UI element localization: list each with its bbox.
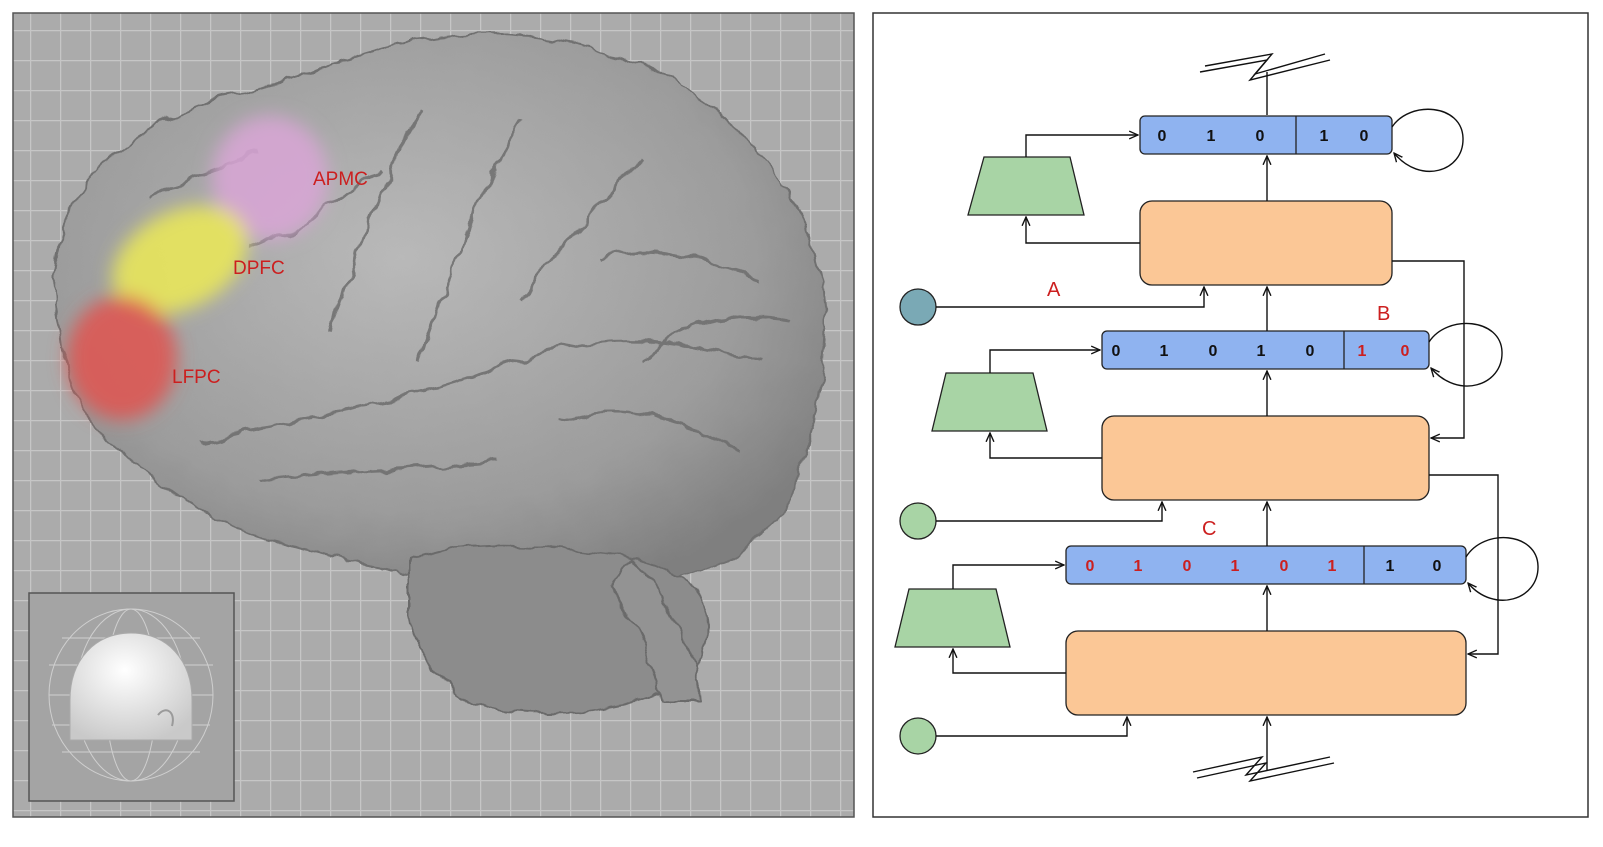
lfpc-label: LFPC [172,367,221,388]
register-middle-left-bit: 0 [1112,343,1121,360]
register-top-box [1139,115,1393,155]
label-c: C [1202,518,1216,540]
register-middle-left-bit: 0 [1209,343,1218,360]
arrow-trapezoid-top-to-register [1025,135,1138,157]
dpfc-label: DPFC [233,258,285,279]
register-middle-right-bit: 1 [1358,343,1367,360]
apmc-region [212,116,328,240]
register-middle: 0 1 0 1 0 1 0 [1101,330,1430,370]
arrow-block-middle-to-block-bottom [1429,474,1499,654]
register-bottom-left-bit: 1 [1231,558,1240,575]
arrow-block-top-to-block-middle [1392,260,1465,438]
brain-sulci [149,109,791,482]
register-top-left-bit: 0 [1256,128,1265,145]
connections [936,108,1539,770]
arrow-input-top [936,287,1204,308]
trapezoid-top [967,156,1085,216]
arrow-block-middle-to-trapezoid [990,433,1102,459]
register-bottom-left-bit: 1 [1328,558,1337,575]
brain-stem [608,558,702,701]
register-bottom: 0 1 0 1 0 1 1 0 [1065,545,1467,585]
label-a: A [1047,279,1061,301]
self-loop-register-bottom [1465,537,1539,601]
register-top-left-bit: 1 [1207,128,1216,145]
arrow-block-bottom-to-trapezoid [953,649,1066,674]
self-loop-register-top [1391,108,1464,172]
input-node-bottom [899,717,937,755]
self-loop-register-middle [1428,322,1503,387]
diagram-panel: 0 1 0 1 0 0 1 0 1 0 1 0 0 1 0 1 0 1 1 0 [872,12,1589,818]
trapezoid-bottom [894,588,1011,648]
region-highlights [67,116,328,420]
register-bottom-bits: 0 1 0 1 0 1 1 0 [1086,558,1442,575]
register-bottom-right-bit: 0 [1433,558,1442,575]
arrow-block-top-to-trapezoid [1026,217,1140,244]
register-bottom-left-bit: 0 [1086,558,1095,575]
inset-head [69,632,193,741]
head-orientation-inset [28,592,235,802]
register-middle-left-bit: 1 [1160,343,1169,360]
trapezoid-middle [931,372,1048,432]
bottom-break-symbol [1192,755,1335,783]
inset-ear [157,709,174,727]
apmc-label: APMC [313,169,368,190]
processing-block-bottom [1065,630,1467,716]
input-node-top [899,288,937,326]
arrow-input-middle [936,502,1162,522]
register-middle-right-bit: 0 [1401,343,1410,360]
processing-block-middle [1101,415,1430,501]
lfpc-region [67,296,177,420]
register-bottom-box [1065,545,1467,585]
brain-panel: APMC DPFC LFPC [12,12,855,818]
register-middle-left-bit: 1 [1257,343,1266,360]
register-bottom-left-bit: 0 [1280,558,1289,575]
dpfc-region [112,205,248,315]
register-middle-box [1101,330,1430,370]
register-middle-left-bit: 0 [1306,343,1315,360]
arrow-trapezoid-middle-to-register [989,350,1100,373]
input-node-middle [899,502,937,540]
processing-block-top [1139,200,1393,286]
register-top: 0 1 0 1 0 [1139,115,1393,155]
register-top-right-bit: 0 [1360,128,1369,145]
register-bottom-right-bit: 1 [1386,558,1395,575]
top-break-symbol [1199,52,1331,115]
arrow-input-bottom [936,717,1127,737]
arrow-trapezoid-bottom-to-register [952,565,1064,589]
register-top-left-bit: 0 [1158,128,1167,145]
register-top-right-bit: 1 [1320,128,1329,145]
register-top-bits: 0 1 0 1 0 [1158,128,1369,145]
register-bottom-left-bit: 0 [1183,558,1192,575]
register-middle-bits: 0 1 0 1 0 1 0 [1112,343,1410,360]
register-bottom-left-bit: 1 [1134,558,1143,575]
label-b: B [1377,303,1390,325]
